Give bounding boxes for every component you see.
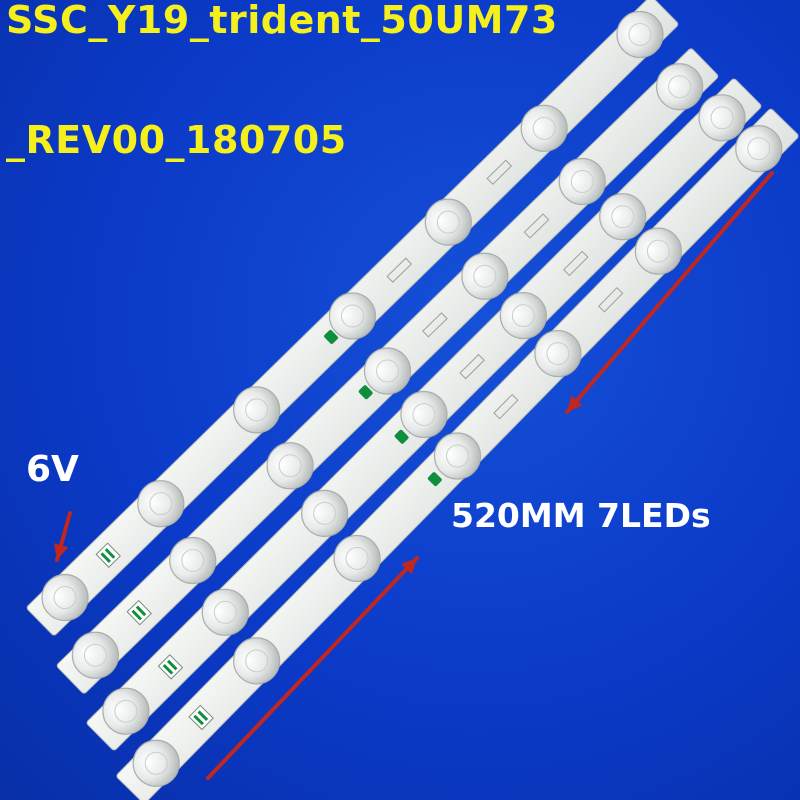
led-lens: [201, 588, 249, 636]
connector-pin: [193, 714, 204, 726]
led-strips: [26, 0, 799, 800]
connector-pin: [197, 710, 209, 721]
led-lens-ring: [83, 643, 107, 667]
led-lens-ring: [611, 205, 635, 229]
silkscreen-marking: [523, 213, 550, 239]
led-lens-ring: [668, 75, 692, 99]
led-lens-ring: [53, 586, 77, 610]
led-strip: [56, 48, 719, 694]
led-lens-ring: [511, 304, 535, 328]
connector-socket: [157, 654, 184, 680]
led-lens: [656, 63, 704, 111]
silkscreen-marking: [486, 159, 513, 185]
connector-pin: [104, 548, 116, 559]
green-pad: [427, 472, 442, 487]
connector-socket: [126, 599, 152, 626]
voltage-label: 6V: [26, 449, 79, 490]
led-lens-ring: [710, 106, 734, 130]
led-lens-ring: [340, 304, 364, 328]
led-lens: [41, 573, 89, 622]
led-lens: [301, 489, 349, 537]
led-lens-ring: [646, 239, 670, 263]
model-title-line-1: SSC_Y19_trident_50UM73: [6, 0, 558, 42]
led-lens: [233, 386, 281, 434]
silkscreen-marking: [386, 257, 413, 283]
led-lens-ring: [436, 210, 460, 234]
led-strip: [116, 108, 799, 800]
led-lens: [400, 390, 448, 439]
led-lens-ring: [532, 116, 556, 140]
connector-socket: [95, 542, 121, 568]
led-strip: [86, 78, 762, 751]
led-lens: [328, 292, 377, 340]
green-pad: [394, 429, 409, 444]
led-lens: [433, 432, 482, 480]
led-lens: [616, 10, 664, 59]
led-lens-ring: [473, 264, 497, 288]
led-lens-ring: [628, 22, 652, 46]
led-lens-ring: [412, 403, 436, 427]
led-lens: [363, 347, 412, 395]
led-lens-ring: [181, 549, 205, 573]
led-lens-ring: [445, 444, 469, 468]
arrows: [53, 171, 774, 780]
led-lens-ring: [345, 546, 369, 570]
led-lens-ring: [245, 398, 269, 422]
led-lens: [499, 291, 547, 340]
red-arrow: [206, 556, 419, 780]
led-lens: [634, 227, 682, 275]
connector-pin: [100, 552, 111, 563]
led-strip: [26, 0, 679, 636]
led-lens: [424, 198, 472, 246]
silkscreen-marking: [598, 286, 624, 313]
led-lens: [599, 193, 647, 241]
led-lens: [266, 442, 314, 490]
connector-pin: [162, 664, 174, 675]
silkscreen-marking: [459, 353, 485, 380]
led-lens: [558, 157, 606, 206]
led-lens-ring: [144, 751, 168, 775]
led-lens-ring: [747, 137, 771, 161]
led-lens-ring: [213, 600, 237, 624]
connector-pin: [135, 605, 147, 617]
silkscreen-marking: [563, 250, 589, 277]
led-lens-ring: [278, 454, 302, 478]
led-lens: [102, 687, 150, 735]
led-lens: [534, 329, 582, 378]
led-lens-ring: [546, 342, 570, 366]
silkscreen-marking: [493, 393, 519, 420]
led-lens: [169, 536, 217, 585]
led-lens: [461, 252, 509, 300]
led-lens-ring: [570, 169, 594, 193]
connector-pin: [166, 659, 178, 671]
led-lens: [735, 125, 783, 173]
model-title-line-2: _REV00_180705: [6, 118, 347, 162]
led-lens: [333, 534, 381, 583]
led-lens: [71, 631, 120, 679]
led-lens-ring: [149, 492, 173, 516]
green-pad: [324, 330, 339, 344]
connector-socket: [188, 704, 214, 731]
green-pad: [358, 385, 373, 400]
red-arrow: [565, 171, 774, 414]
led-lens: [698, 94, 746, 142]
connector-pin: [131, 609, 142, 621]
red-arrow: [53, 511, 72, 562]
led-lens: [137, 480, 185, 528]
led-lens: [132, 739, 180, 787]
length-led-spec-label: 520MM 7LEDs: [451, 496, 711, 535]
led-lens-ring: [114, 699, 138, 723]
led-lens: [520, 104, 568, 152]
led-lens-ring: [245, 649, 269, 673]
led-lens-ring: [313, 501, 337, 525]
silkscreen-marking: [422, 312, 448, 338]
led-lens-ring: [376, 359, 400, 383]
led-lens: [233, 637, 281, 685]
